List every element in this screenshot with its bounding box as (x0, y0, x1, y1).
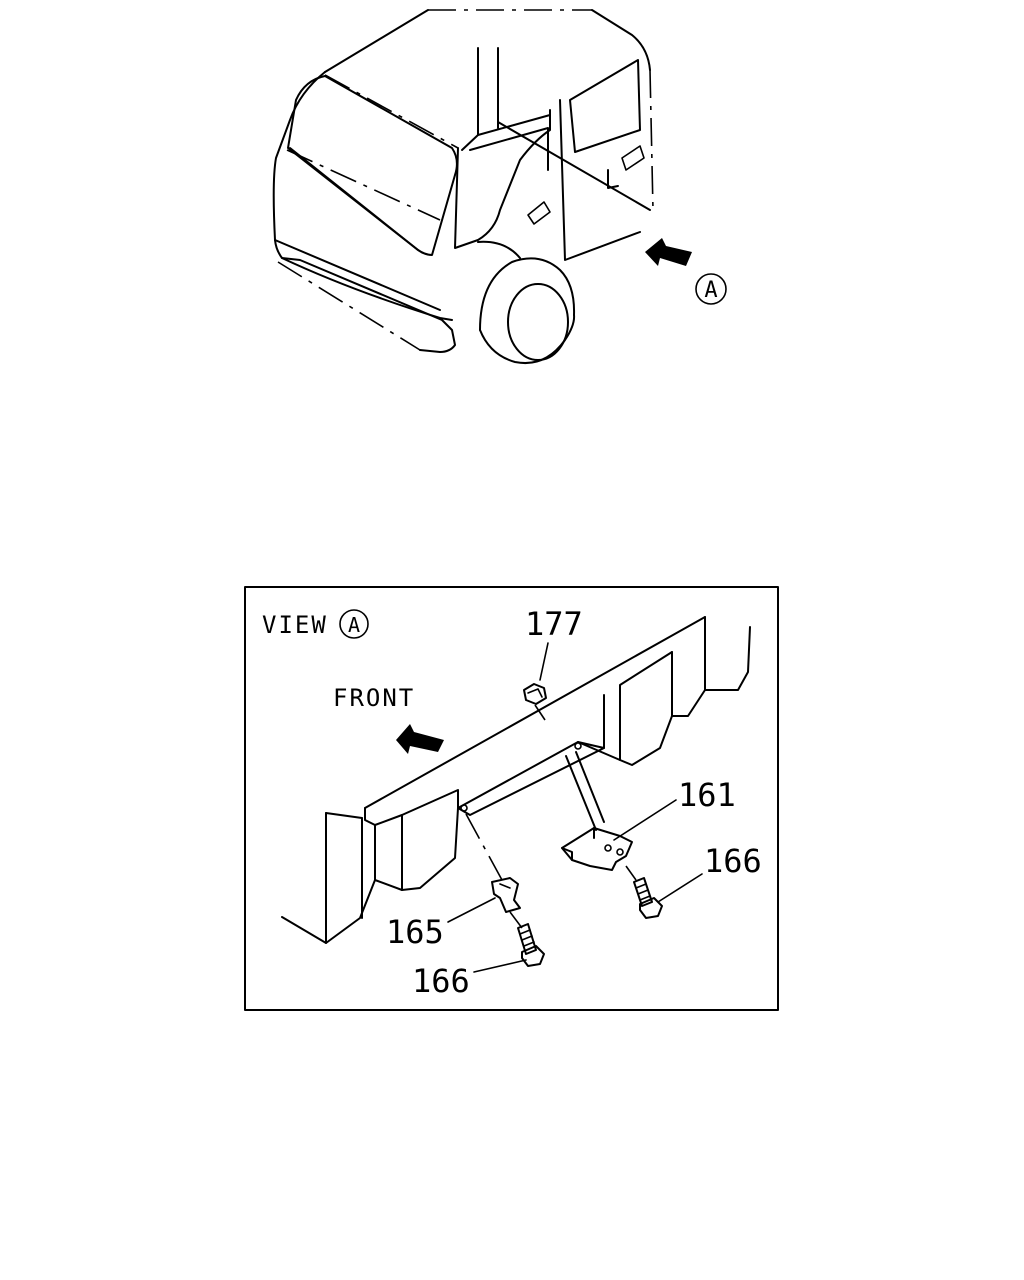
vehicle-overview: A (272, 9, 727, 364)
label-part-166-right: 166 (704, 842, 762, 880)
leader-166-left (473, 959, 527, 973)
leader-161 (613, 799, 677, 841)
leader-166-right (657, 873, 703, 903)
part-177-nut (523, 683, 547, 705)
leader-165 (447, 897, 496, 923)
view-a-detail: VIEW A FRONT 177 (244, 586, 779, 1011)
front-label: FRONT (333, 684, 415, 712)
view-label-letter: A (348, 613, 360, 637)
view-marker-letter: A (704, 278, 717, 303)
view-frame (244, 586, 779, 1011)
leader-177 (539, 642, 549, 681)
part-166-bolt-right (633, 877, 663, 919)
label-part-161: 161 (678, 776, 736, 814)
front-arrow-icon (396, 724, 444, 754)
view-marker-circle (695, 273, 727, 305)
part-161-bracket (561, 827, 633, 871)
label-part-177: 177 (525, 605, 583, 643)
part-165-bracket (491, 877, 521, 913)
label-part-166-left: 166 (412, 962, 470, 1000)
view-direction-arrow (645, 238, 692, 266)
view-label: VIEW (262, 611, 328, 639)
label-part-165: 165 (386, 913, 444, 951)
view-label-circle (339, 609, 369, 639)
part-166-bolt-left (517, 923, 545, 967)
